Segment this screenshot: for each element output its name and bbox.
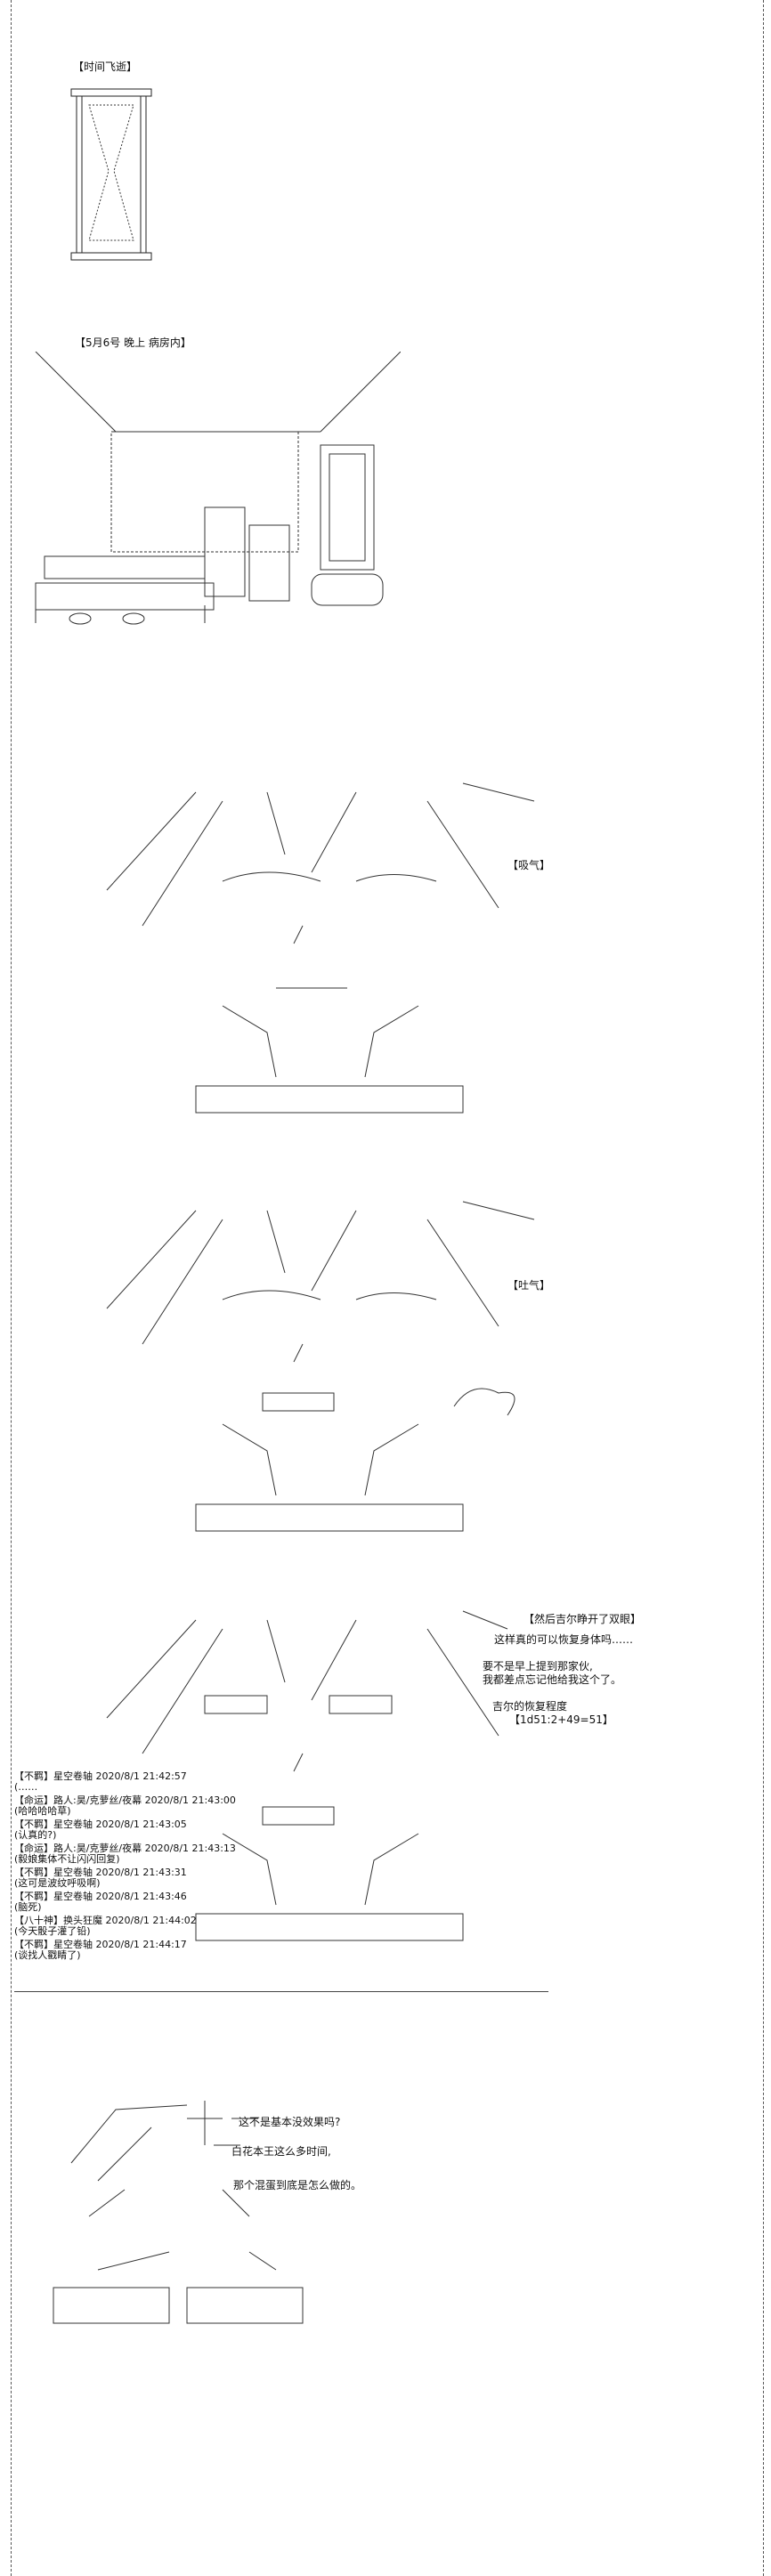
comment-header: 【命运】路人:昊/克萝丝/夜幕 2020/8/1 21:43:00: [14, 1794, 236, 1806]
recovery-dice-result: 【1d51:2+49=51】: [509, 1713, 613, 1726]
action-tag-eyes-open: 【然后吉尔睁开了双眼】: [523, 1613, 642, 1625]
hospital-room-illustration: [35, 352, 401, 625]
comment-body: (哈哈哈哈草): [14, 1805, 71, 1817]
comment-body: (这可是波纹呼吸啊): [14, 1877, 101, 1889]
dialogue-line: 这样真的可以恢复身体吗……: [494, 1633, 634, 1646]
comment-header: 【不羁】星空卷轴 2020/8/1 21:44:17: [14, 1939, 187, 1950]
hourglass-icon: [70, 88, 152, 261]
comment-header: 【命运】路人:昊/克萝丝/夜幕 2020/8/1 21:43:13: [14, 1843, 236, 1854]
dialogue-line: 这不是基本没效果吗?: [239, 2116, 341, 2128]
comment-body: (毅娘集体不让闪闪回复): [14, 1853, 120, 1865]
comment-body: (……: [14, 1781, 38, 1793]
comment-header: 【不羁】星空卷轴 2020/8/1 21:43:31: [14, 1867, 187, 1878]
comment-body: (谈找人戳睛了): [14, 1949, 81, 1961]
gil-exhale-illustration: [106, 1201, 535, 1532]
page-frame: [11, 0, 764, 2576]
dialogue-line: 要不是早上提到那家伙,: [483, 1660, 593, 1673]
comment-header: 【不羁】星空卷轴 2020/8/1 21:43:46: [14, 1891, 187, 1902]
scene-label-hospital-room: 【5月6号 晚上 病房内】: [75, 336, 191, 349]
comment-separator: [14, 1991, 548, 1992]
recovery-title: 吉尔的恢复程度: [492, 1700, 568, 1713]
dialogue-line: 白花本王这么多时间,: [231, 2145, 331, 2158]
comment-header: 【不羁】星空卷轴 2020/8/1 21:42:57: [14, 1770, 187, 1782]
comment-body: (今天骰子灌了铅): [14, 1925, 91, 1937]
gil-inhale-illustration: [106, 782, 535, 1114]
action-tag-exhale: 【吐气】: [507, 1279, 551, 1292]
comment-header: 【八十神】换头狂魔 2020/8/1 21:44:02: [14, 1915, 197, 1926]
action-tag-inhale: 【吸气】: [507, 859, 551, 871]
dialogue-line: 那个混蛋到底是怎么做的。: [233, 2179, 362, 2191]
scene-label-time-passes: 【时间飞逝】: [73, 61, 138, 73]
comment-body: (认真的?): [14, 1829, 57, 1841]
comment-body: (脑死): [14, 1901, 42, 1913]
gil-eyes-open-illustration: [106, 1610, 508, 1941]
gil-thinking-illustration: [53, 2101, 304, 2324]
dialogue-line: 我都差点忘记他给我这个了。: [483, 1673, 622, 1686]
comment-header: 【不羁】星空卷轴 2020/8/1 21:43:05: [14, 1819, 187, 1830]
